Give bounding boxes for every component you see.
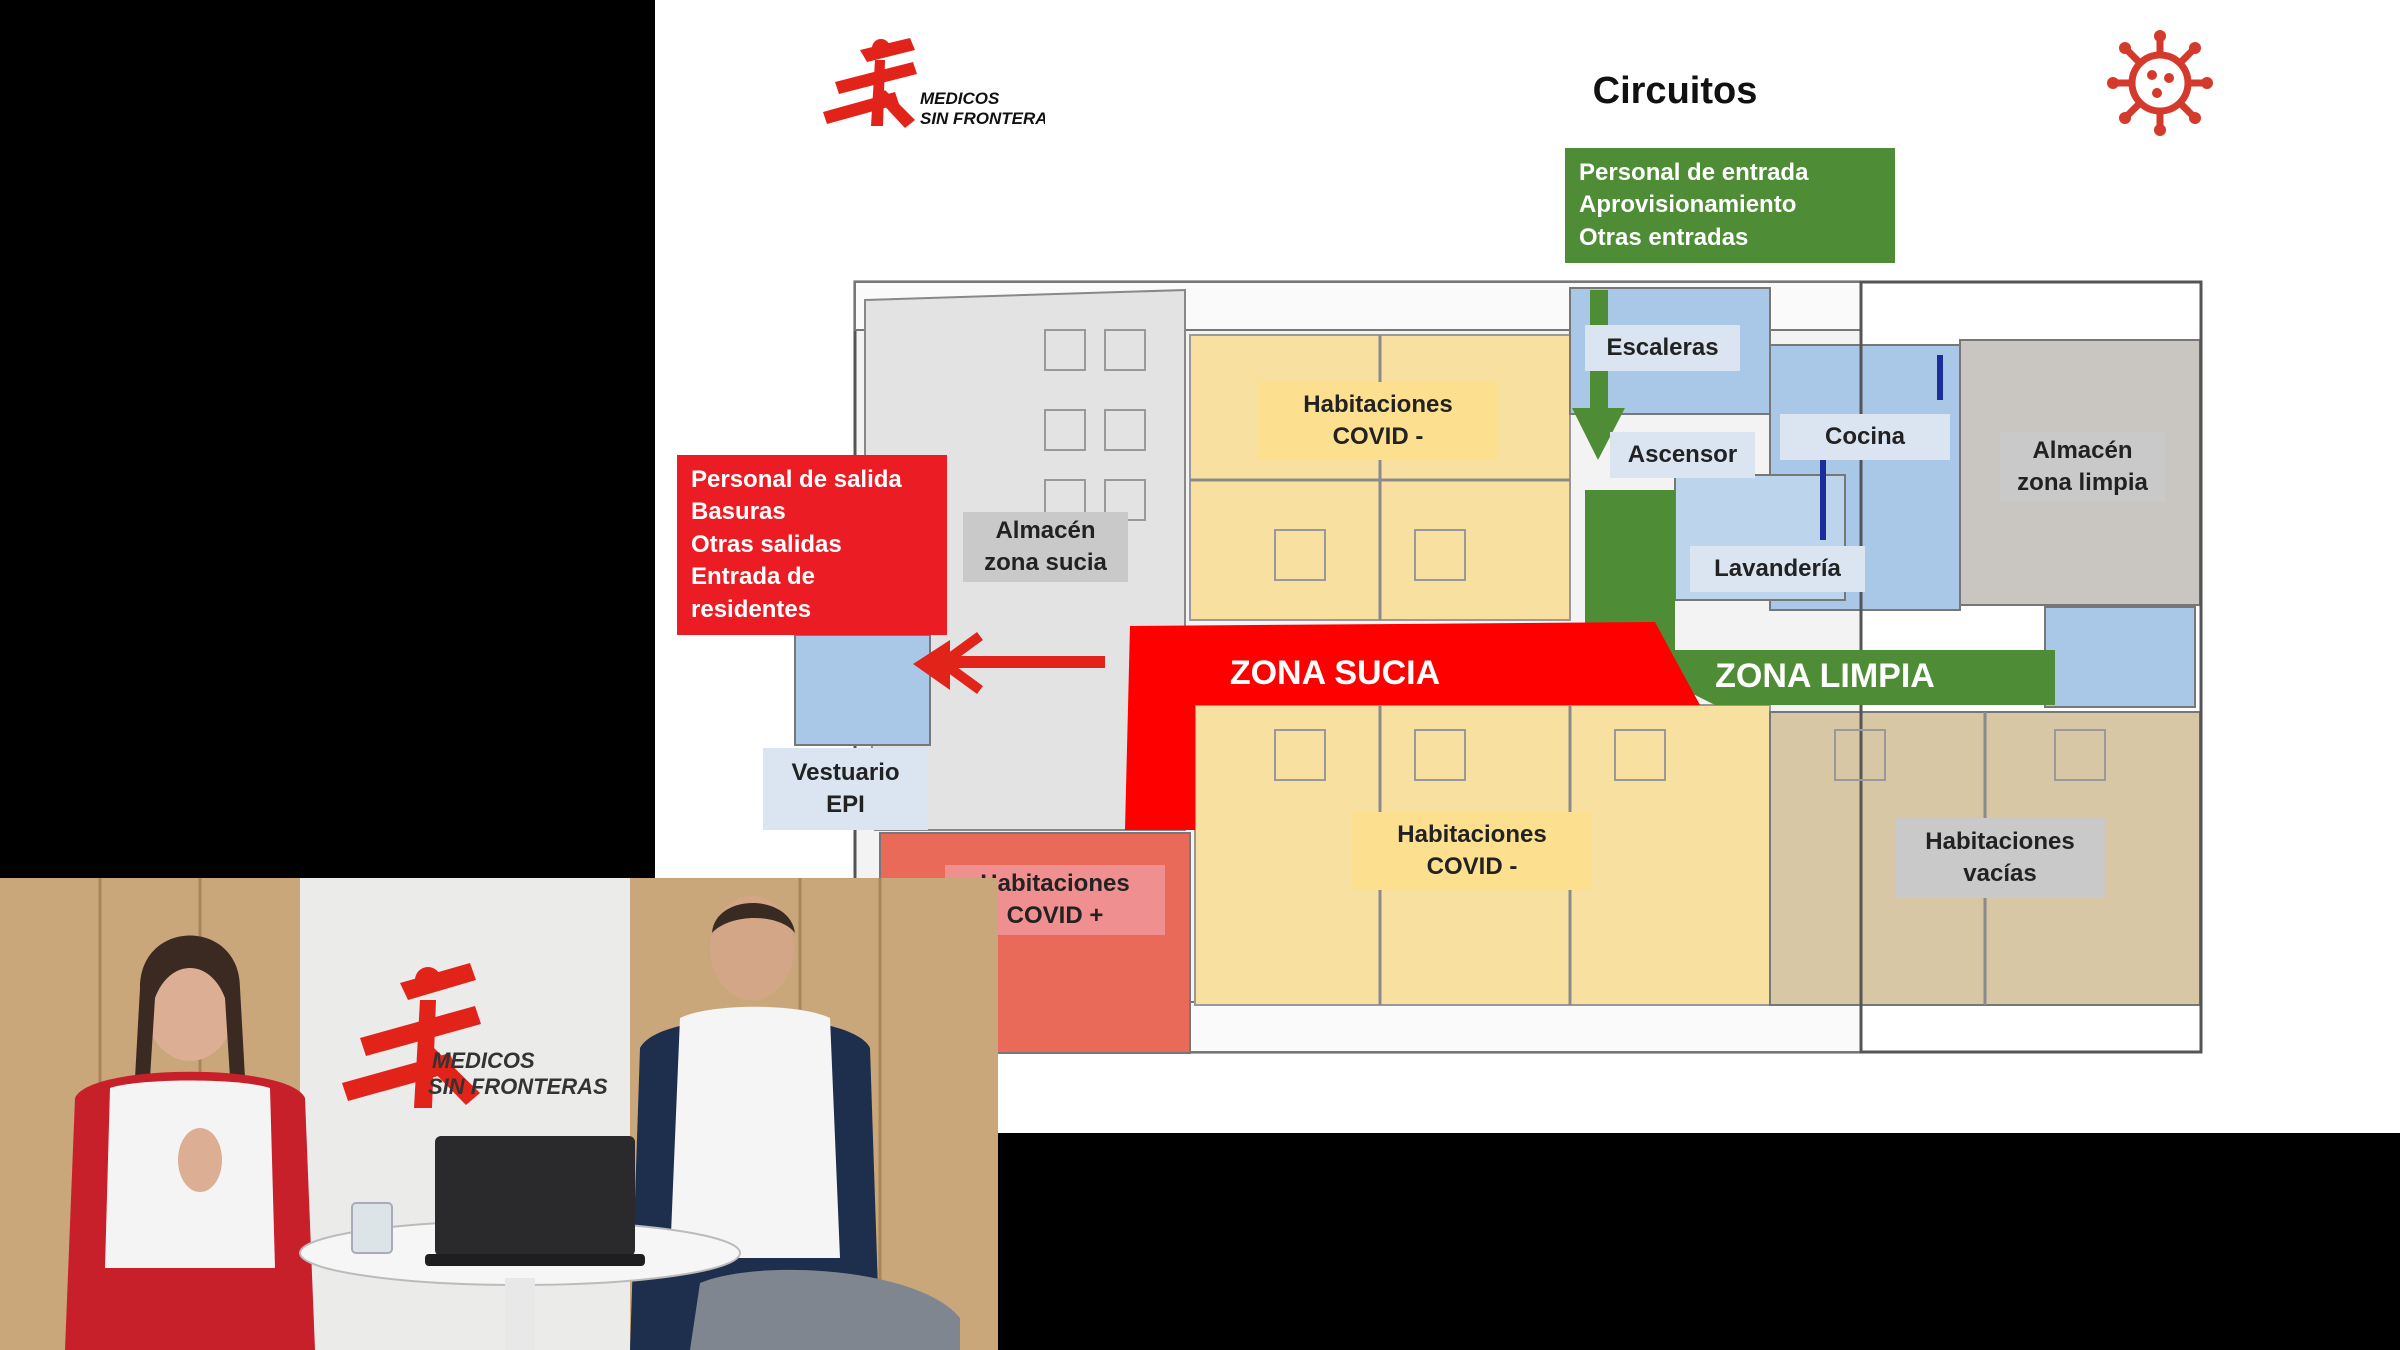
slide-title: Circuitos	[1592, 70, 1758, 112]
presenter-video: MEDICOS SIN FRONTERAS	[0, 878, 998, 1350]
label-zona-sucia: ZONA SUCIA	[1229, 653, 1441, 692]
label-almacen-limpia: Almacén zona limpia	[2000, 432, 2165, 502]
label-vestuario: Vestuario EPI	[763, 748, 928, 830]
label-zona-limpia: ZONA LIMPIA	[1715, 656, 1935, 695]
label-escaleras: Escaleras	[1585, 325, 1740, 371]
label-lavanderia: Lavandería	[1690, 546, 1865, 592]
video-logo-text-sin-fronteras: SIN FRONTERAS	[428, 1074, 608, 1099]
virus-icon	[2107, 30, 2213, 136]
arrow-down-icon	[1572, 408, 1625, 460]
video-logo-text-medicos: MEDICOS	[432, 1048, 535, 1073]
presentation-slide: MEDICOS SIN FRONTERAS Circuitos	[655, 0, 2400, 1133]
label-hab-covid-pos: Habitaciones COVID +	[945, 865, 1165, 935]
logo-text-sin-fronteras: SIN FRONTERAS	[920, 109, 1045, 128]
arrow-left-icon	[913, 631, 1105, 695]
logo-text-medicos: MEDICOS	[920, 89, 1000, 108]
video-scene	[0, 878, 998, 1350]
label-almacen-sucia: Almacén zona sucia	[963, 512, 1128, 582]
laptop-icon	[425, 1136, 645, 1266]
label-salida: Personal de salida Basuras Otras salidas…	[677, 455, 947, 635]
label-hab-covid-neg-bottom: Habitaciones COVID -	[1352, 812, 1592, 890]
label-hab-vacias: Habitaciones vacías	[1895, 818, 2105, 898]
glass-icon	[351, 1202, 393, 1254]
label-entrada: Personal de entrada Aprovisionamiento Ot…	[1565, 148, 1895, 263]
label-hab-covid-neg-top: Habitaciones COVID -	[1258, 382, 1498, 460]
msf-logo-icon: MEDICOS SIN FRONTERAS	[823, 38, 1045, 128]
label-cocina: Cocina	[1780, 414, 1950, 460]
msf-logo-icon: MEDICOS SIN FRONTERAS	[342, 963, 608, 1108]
label-ascensor: Ascensor	[1610, 432, 1755, 478]
